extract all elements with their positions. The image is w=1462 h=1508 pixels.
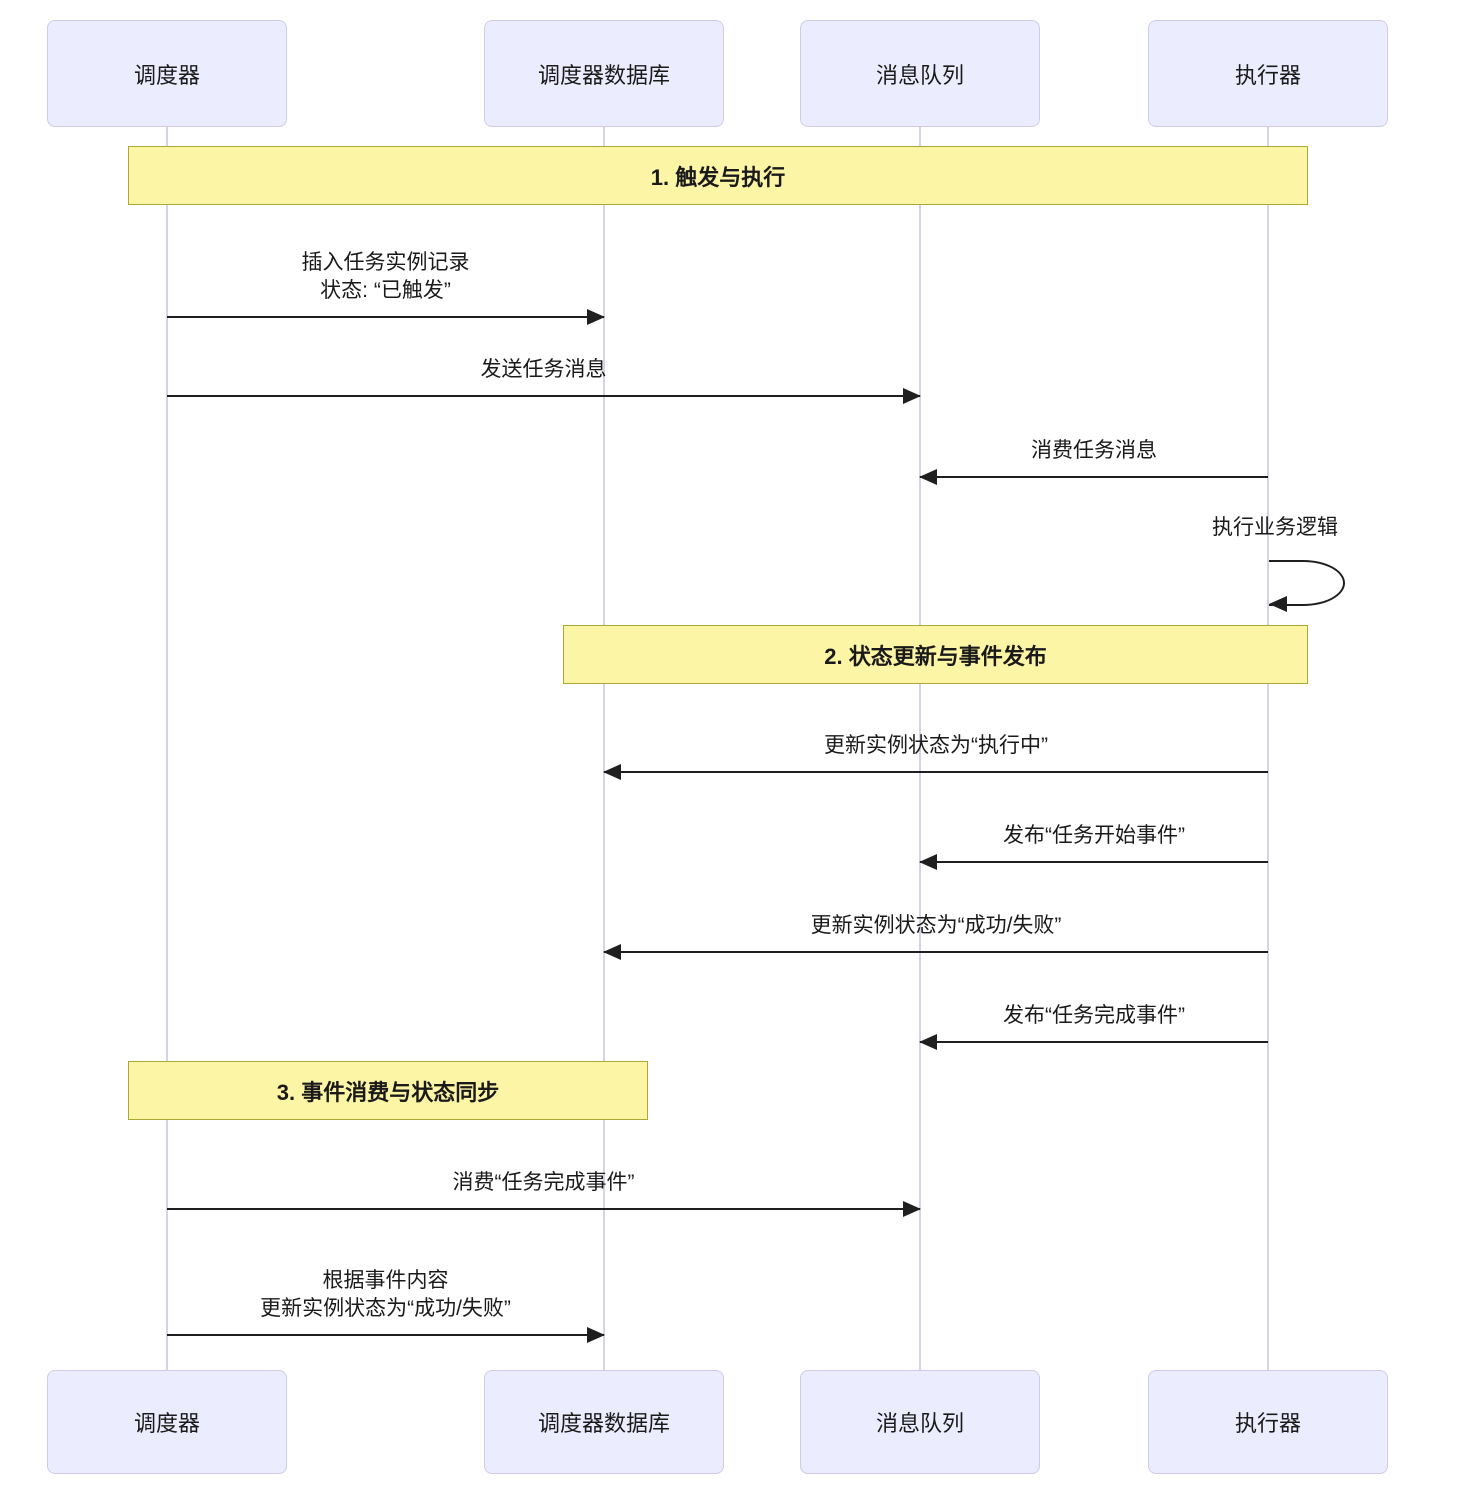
message-update-by-event-content: 根据事件内容 更新实例状态为“成功/失败” (167, 1236, 605, 1343)
actor-box-executor-top: 执行器 (1148, 20, 1388, 127)
arrowhead-right-icon (903, 388, 921, 404)
arrow-line (167, 1201, 921, 1217)
actor-label: 调度器数据库 (537, 1411, 670, 1436)
arrow-line (167, 309, 605, 325)
arrowhead-left-icon (919, 854, 937, 870)
message-label: 发布“任务开始事件” (1003, 823, 1185, 847)
message-label: 根据事件内容 更新实例状态为“成功/失败” (260, 1269, 511, 1320)
message-send-task-message: 发送任务消息 (167, 327, 921, 404)
message-consume-task-message: 消费任务消息 (919, 408, 1268, 485)
actor-box-scheduler-db-top: 调度器数据库 (484, 20, 724, 127)
actor-box-scheduler-bottom: 调度器 (47, 1370, 287, 1474)
actor-label: 调度器 (133, 1411, 200, 1436)
message-publish-task-start-event: 发布“任务开始事件” (919, 793, 1268, 870)
message-insert-task-instance: 插入任务实例记录 状态: “已触发” (167, 218, 605, 325)
actor-label: 调度器 (133, 62, 200, 88)
lifeline-scheduler (166, 127, 168, 1370)
section-note-1: 1. 触发与执行 (128, 146, 1308, 205)
message-label: 发布“任务完成事件” (1003, 1003, 1185, 1027)
message-label: 插入任务实例记录 状态: “已触发” (301, 251, 470, 302)
message-execute-business-logic: 执行业务逻辑 (1212, 516, 1338, 539)
arrow-line (603, 764, 1268, 780)
arrowhead-left-icon (919, 1034, 937, 1050)
arrowhead-left-icon (919, 469, 937, 485)
message-label: 更新实例状态为“成功/失败” (810, 913, 1062, 937)
actor-box-message-queue-top: 消息队列 (800, 20, 1040, 127)
lifeline-message-queue (919, 127, 921, 1370)
message-label: 消费任务消息 (1031, 438, 1157, 462)
arrowhead-right-icon (587, 1327, 605, 1343)
message-consume-task-complete-event: 消费“任务完成事件” (167, 1140, 921, 1217)
arrow-line (919, 469, 1268, 485)
arrowhead-left-icon (603, 944, 621, 960)
message-label: 发送任务消息 (480, 357, 607, 381)
arrow-line (167, 1327, 605, 1343)
message-update-status-success-fail: 更新实例状态为“成功/失败” (603, 883, 1268, 960)
arrow-line (167, 388, 921, 404)
arrow-line (919, 854, 1268, 870)
arrow-line (603, 944, 1268, 960)
section-note-2: 2. 状态更新与事件发布 (563, 625, 1308, 684)
lifeline-scheduler-db (603, 127, 605, 1370)
actor-label: 调度器数据库 (537, 62, 670, 88)
self-loop-arrow (1269, 560, 1345, 606)
arrow-line (919, 1034, 1268, 1050)
section-note-3: 3. 事件消费与状态同步 (128, 1061, 648, 1120)
actor-box-scheduler-top: 调度器 (47, 20, 287, 127)
actor-box-scheduler-db-bottom: 调度器数据库 (484, 1370, 724, 1474)
section-label: 1. 触发与执行 (650, 164, 786, 190)
actor-label: 消息队列 (875, 62, 964, 88)
section-label: 3. 事件消费与状态同步 (276, 1079, 500, 1105)
actor-label: 执行器 (1234, 1411, 1301, 1436)
arrowhead-right-icon (903, 1201, 921, 1217)
message-publish-task-complete-event: 发布“任务完成事件” (919, 973, 1268, 1050)
section-label: 2. 状态更新与事件发布 (824, 643, 1047, 669)
lifeline-executor (1267, 127, 1269, 1370)
actor-label: 消息队列 (875, 1411, 964, 1436)
message-label: 更新实例状态为“执行中” (824, 733, 1048, 757)
actor-label: 执行器 (1234, 62, 1301, 88)
message-update-status-running: 更新实例状态为“执行中” (603, 703, 1268, 780)
arrowhead-right-icon (587, 309, 605, 325)
arrowhead-left-icon (603, 764, 621, 780)
actor-box-message-queue-bottom: 消息队列 (800, 1370, 1040, 1474)
message-label: 消费“任务完成事件” (452, 1170, 635, 1194)
arrowhead-left-icon (1269, 596, 1287, 612)
actor-box-executor-bottom: 执行器 (1148, 1370, 1388, 1474)
